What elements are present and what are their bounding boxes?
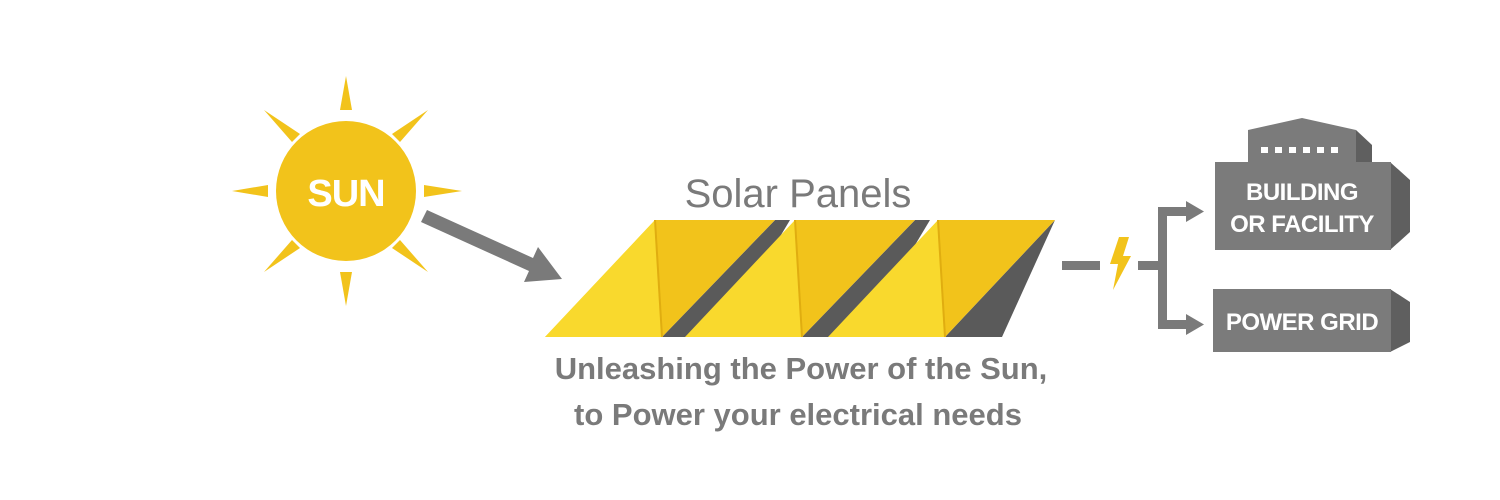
building-box: BUILDING OR FACILITY [1215,118,1410,250]
building-label-line-2: OR FACILITY [1230,211,1374,238]
sun-label: SUN [307,173,384,215]
factory-icon [1248,118,1372,162]
tagline-line-2: to Power your electrical needs [574,397,1022,432]
lightning-bolt-icon [1110,237,1131,290]
power-connector [1062,201,1204,335]
solar-panels-title: Solar Panels [685,172,912,216]
sun-icon: SUN [232,76,462,306]
building-label-line-1: BUILDING [1246,179,1358,206]
sun-disc [276,121,416,261]
solar-panel-2 [685,219,930,338]
tagline-line-1: Unleashing the Power of the Sun, [555,351,1048,386]
sun-rays [232,76,462,306]
sunlight-arrow-icon [421,210,562,282]
power-grid-box: POWER GRID [1213,289,1410,352]
solar-panel-3 [828,219,1055,338]
solar-panels [545,219,1055,338]
power-grid-label: POWER GRID [1226,309,1379,336]
solar-panel-1 [545,219,790,338]
